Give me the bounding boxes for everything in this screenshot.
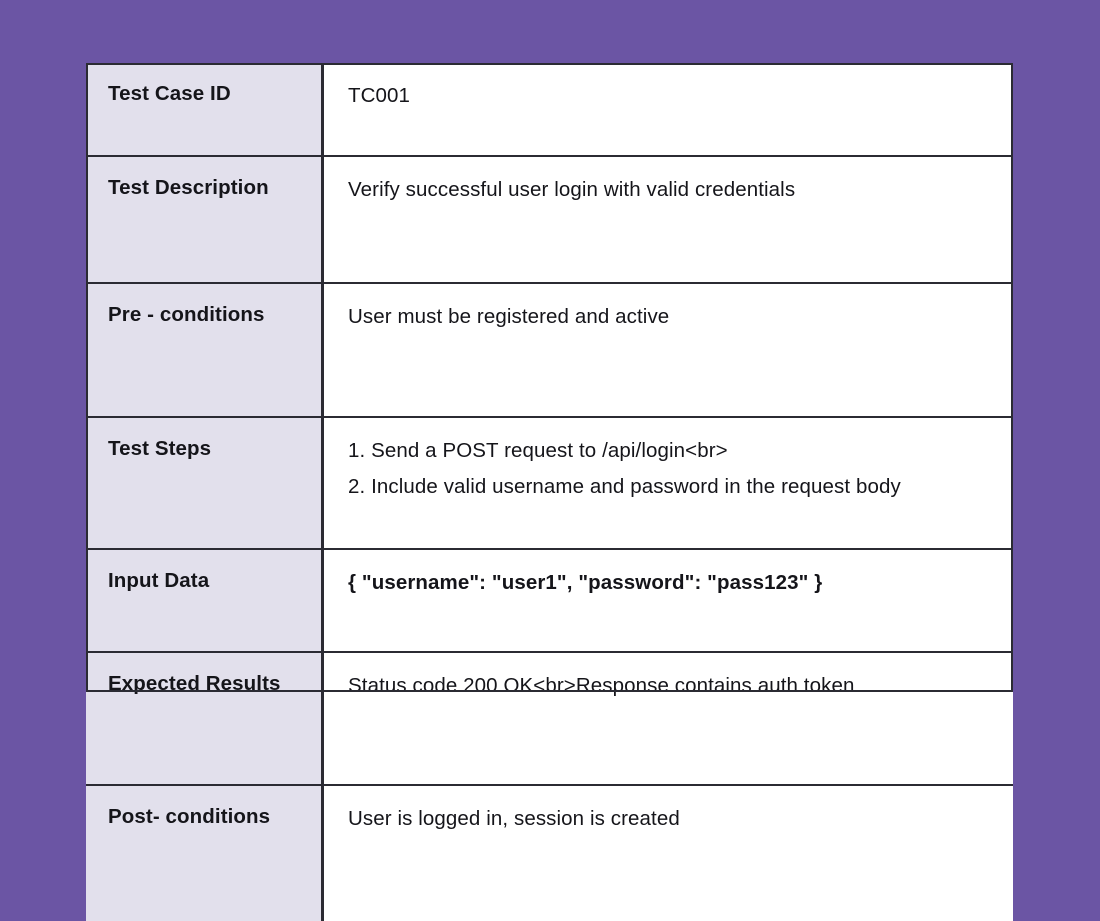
row-label-expected-results: Expected Results [86, 652, 324, 785]
row-label-test-description: Test Description [86, 156, 324, 283]
page-canvas: Test Case ID TC001 Test Description Veri… [86, 63, 1013, 921]
table-row: Pre - conditions User must be registered… [86, 283, 1013, 417]
value-line: User is logged in, session is created [348, 807, 680, 830]
row-label-pre-conditions: Pre - conditions [86, 283, 324, 417]
row-label-post-conditions: Post- conditions [86, 785, 324, 921]
row-value-post-conditions: User is logged in, session is created [322, 785, 1013, 921]
row-value-test-case-id: TC001 [322, 63, 1013, 156]
test-case-table-body: Test Case ID TC001 Test Description Veri… [86, 63, 1013, 921]
table-row: Post- conditions User is logged in, sess… [86, 785, 1013, 921]
row-label-test-steps: Test Steps [86, 417, 324, 549]
table-row: Expected Results Status code 200 OK<br>R… [86, 652, 1013, 785]
row-value-pre-conditions: User must be registered and active [322, 283, 1013, 417]
value-line: { "username": "user1", "password": "pass… [348, 571, 823, 594]
table-row: Test Description Verify successful user … [86, 156, 1013, 283]
value-line: 1. Send a POST request to /api/login<br> [348, 439, 728, 462]
table-row: Test Steps 1. Send a POST request to /ap… [86, 417, 1013, 549]
row-value-expected-results: Status code 200 OK<br>Response contains … [322, 652, 1013, 785]
row-label-test-case-id: Test Case ID [86, 63, 324, 156]
value-line: 2. Include valid username and password i… [348, 475, 901, 499]
table-row: Input Data { "username": "user1", "passw… [86, 549, 1013, 652]
row-value-test-description: Verify successful user login with valid … [322, 156, 1013, 283]
row-value-test-steps: 1. Send a POST request to /api/login<br>… [322, 417, 1013, 549]
row-label-input-data: Input Data [86, 549, 324, 652]
value-line: TC001 [348, 84, 411, 107]
row-value-input-data: { "username": "user1", "password": "pass… [322, 549, 1013, 652]
value-line: Status code 200 OK<br>Response contains … [348, 674, 855, 697]
value-line: Verify successful user login with valid … [348, 178, 796, 201]
value-line: User must be registered and active [348, 305, 670, 328]
table-row: Test Case ID TC001 [86, 63, 1013, 156]
test-case-table: Test Case ID TC001 Test Description Veri… [86, 63, 1013, 921]
